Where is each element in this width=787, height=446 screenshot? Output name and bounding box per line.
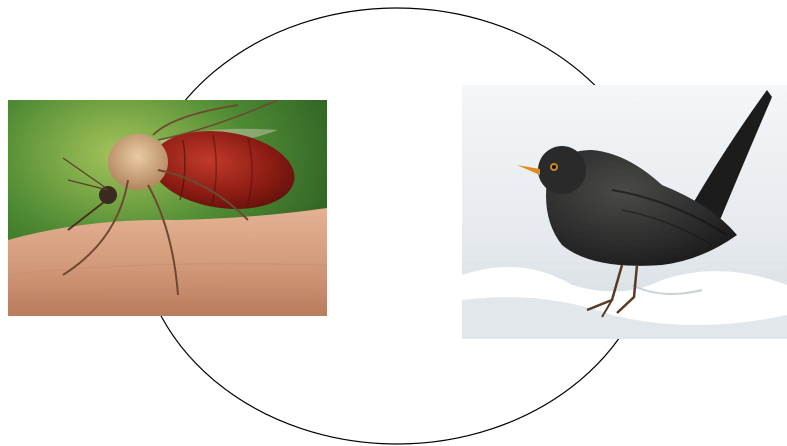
mosquito-photo [8,100,327,316]
blackbird-icon [462,85,787,339]
blackbird-photo [462,85,787,339]
mosquito-icon [8,100,327,316]
